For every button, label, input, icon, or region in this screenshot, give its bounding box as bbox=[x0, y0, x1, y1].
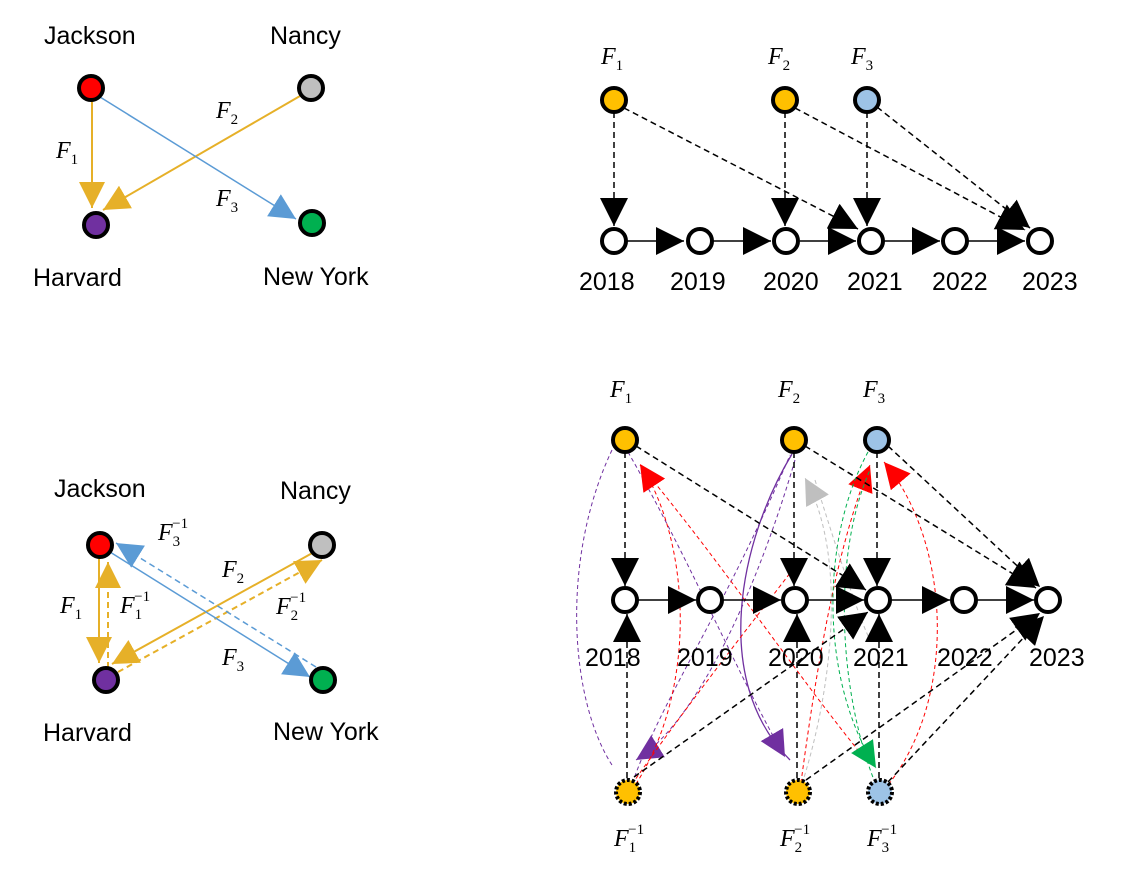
inverse-curve-purple bbox=[627, 451, 786, 758]
year-node-2018 bbox=[611, 586, 639, 614]
label-jackson: Jackson bbox=[44, 22, 136, 50]
inverse-curve-green bbox=[832, 451, 877, 769]
node-newyork bbox=[298, 209, 326, 237]
year-node-2023 bbox=[1026, 227, 1054, 255]
panel-entity-graph-inverse: Jackson Nancy Harvard New York F1 F1−1 F… bbox=[43, 475, 379, 747]
label-f1: F1 bbox=[609, 377, 632, 407]
fact-edge bbox=[623, 107, 859, 230]
node-nancy bbox=[297, 74, 325, 102]
inverse-curve-purple bbox=[635, 459, 796, 761]
panel-temporal-graph-inverse: F1 F2 F3 F1−1 F2−1 F3−1 2018 2019 2020 2… bbox=[576, 377, 1085, 856]
label-f1: F1 bbox=[600, 44, 623, 74]
year-node-2020 bbox=[772, 227, 800, 255]
label-newyork: New York bbox=[263, 263, 369, 291]
label-nancy: Nancy bbox=[270, 22, 341, 50]
year-node-2022 bbox=[941, 227, 969, 255]
fact-edge bbox=[794, 107, 1026, 231]
year-label-2018: 2018 bbox=[585, 644, 641, 672]
label-f3: F3 bbox=[215, 186, 238, 216]
label-jackson: Jackson bbox=[54, 475, 146, 503]
year-node-2019 bbox=[696, 586, 724, 614]
label-f1: F1 bbox=[55, 138, 78, 168]
inverse-curve-green bbox=[843, 469, 879, 791]
label-f2-inverse: F2−1 bbox=[779, 822, 810, 856]
year-node-2021 bbox=[864, 586, 892, 614]
node-harvard bbox=[82, 211, 110, 239]
node-jackson bbox=[86, 531, 114, 559]
fact-node-f2 bbox=[771, 86, 799, 114]
label-nancy: Nancy bbox=[280, 477, 351, 505]
year-label-2023: 2023 bbox=[1022, 268, 1078, 296]
year-node-2020 bbox=[781, 586, 809, 614]
edge-f3 bbox=[109, 551, 311, 678]
label-f3: F3 bbox=[862, 377, 885, 407]
label-f2-inverse: F2−1 bbox=[275, 590, 306, 624]
year-label-2021: 2021 bbox=[847, 268, 903, 296]
inverse-curve-red bbox=[639, 464, 867, 761]
label-f1-inverse: F1−1 bbox=[119, 589, 150, 623]
edge-f3 bbox=[99, 96, 297, 220]
inverse-fact-edge bbox=[805, 612, 1041, 781]
panel-entity-graph: Jackson Nancy Harvard New York F1 F2 F3 bbox=[33, 22, 369, 292]
year-label-2020: 2020 bbox=[768, 644, 824, 672]
inverse-fact-node-f2 bbox=[784, 778, 812, 806]
fact-node-f3 bbox=[853, 86, 881, 114]
year-label-2021: 2021 bbox=[853, 644, 909, 672]
node-nancy bbox=[308, 531, 336, 559]
inverse-fact-node-f3 bbox=[866, 778, 894, 806]
label-f2: F2 bbox=[215, 98, 238, 128]
inverse-curve-red bbox=[883, 461, 938, 791]
fact-edge bbox=[804, 445, 1037, 589]
inverse-fact-edge bbox=[887, 615, 1045, 783]
edge-f2-inverse bbox=[117, 559, 323, 673]
year-label-2022: 2022 bbox=[932, 268, 988, 296]
fact-node-f1 bbox=[600, 86, 628, 114]
label-f3: F3 bbox=[221, 645, 244, 675]
inverse-curve-gray bbox=[814, 479, 871, 641]
label-f3-inverse: F3−1 bbox=[157, 516, 188, 550]
label-f1-inverse: F1−1 bbox=[613, 822, 644, 856]
edge-f2 bbox=[111, 550, 317, 665]
inverse-curve-red bbox=[799, 464, 873, 791]
label-f1: F1 bbox=[59, 593, 82, 623]
year-label-2019: 2019 bbox=[677, 644, 733, 672]
node-jackson bbox=[77, 74, 105, 102]
inverse-fact-node-f1 bbox=[614, 778, 642, 806]
year-label-2022: 2022 bbox=[937, 644, 993, 672]
label-f2: F2 bbox=[221, 557, 244, 587]
year-node-2023 bbox=[1034, 586, 1062, 614]
label-harvard: Harvard bbox=[43, 719, 132, 747]
year-node-2018 bbox=[600, 227, 628, 255]
inverse-curve-purple bbox=[576, 449, 613, 766]
inverse-curve-red bbox=[627, 559, 801, 791]
label-harvard: Harvard bbox=[33, 264, 122, 292]
label-f3-inverse: F3−1 bbox=[866, 822, 897, 856]
fact-node-f2 bbox=[780, 426, 808, 454]
label-newyork: New York bbox=[273, 718, 379, 746]
label-f2: F2 bbox=[767, 44, 790, 74]
year-label-2019: 2019 bbox=[670, 268, 726, 296]
edge-f2 bbox=[102, 95, 301, 211]
label-f2: F2 bbox=[777, 377, 800, 407]
label-f3: F3 bbox=[850, 44, 873, 74]
node-harvard bbox=[92, 666, 120, 694]
inverse-curve-purple-solid bbox=[740, 453, 793, 761]
node-newyork bbox=[309, 666, 337, 694]
year-label-2018: 2018 bbox=[579, 268, 635, 296]
panel-temporal-graph: F1 F2 F3 2018 2019 2020 2021 2022 2023 bbox=[579, 44, 1078, 296]
fact-edge bbox=[876, 106, 1031, 229]
fact-node-f3 bbox=[863, 426, 891, 454]
inverse-curve-gray bbox=[799, 477, 832, 791]
inverse-curve-red bbox=[631, 463, 681, 791]
fact-edge bbox=[635, 445, 867, 591]
inverse-fact-edge bbox=[633, 611, 869, 778]
fact-edge bbox=[887, 445, 1041, 588]
year-node-2019 bbox=[686, 227, 714, 255]
year-label-2020: 2020 bbox=[763, 268, 819, 296]
fact-node-f1 bbox=[611, 426, 639, 454]
year-node-2021 bbox=[857, 227, 885, 255]
year-node-2022 bbox=[950, 586, 978, 614]
year-label-2023: 2023 bbox=[1029, 644, 1085, 672]
